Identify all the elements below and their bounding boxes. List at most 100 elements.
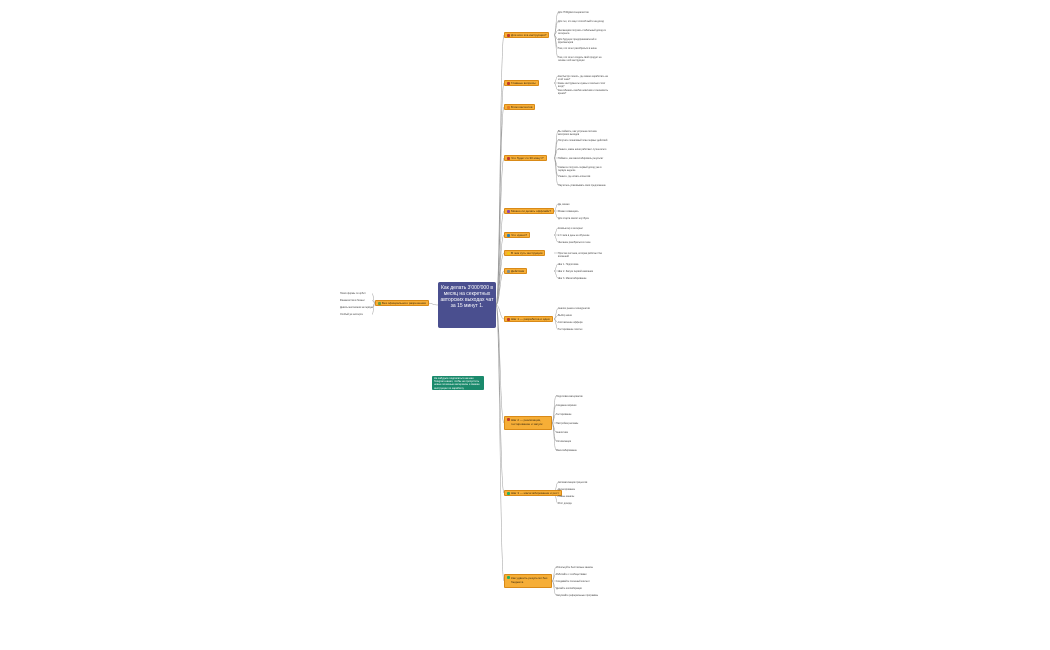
topic-item[interactable]: Делайте коллаборации bbox=[556, 586, 582, 590]
connector-line bbox=[553, 157, 559, 186]
topic-item[interactable]: Настройка рекламы bbox=[556, 421, 579, 425]
topic-item[interactable]: Научитесь упаковывать своё предложение bbox=[558, 183, 606, 187]
topic-item[interactable]: Оптимизация bbox=[556, 439, 571, 443]
topic-item[interactable]: Как быстро понять, где можно заработать … bbox=[558, 74, 608, 81]
topic-item[interactable]: Для IT/Digital-специалистов bbox=[558, 11, 589, 14]
topic-node[interactable]: Что нужно? bbox=[504, 232, 531, 238]
connector-line bbox=[495, 157, 505, 306]
topic-item[interactable]: Желание разобраться в теме bbox=[558, 240, 591, 244]
topic-label: Шаг 3 — масштабирование и рост bbox=[511, 491, 559, 495]
topic-label: Что будет со 30 минут? bbox=[511, 156, 544, 160]
root-title: Как делать 3'000'000 в месяц на секретны… bbox=[440, 285, 494, 309]
topic-item[interactable]: Компьютер и интернет bbox=[558, 226, 584, 230]
topic-item[interactable]: Используйте бесплатные каналы bbox=[556, 565, 593, 569]
topic-item[interactable]: Тем, кто хочет разобраться в нише bbox=[558, 47, 597, 50]
topic-item[interactable]: Для тех, кто ищет способ выйти на доход bbox=[558, 20, 604, 23]
topic-item[interactable]: Для старта хватит ноутбука bbox=[558, 216, 589, 220]
topic-item[interactable]: Создавайте полезный контент bbox=[556, 579, 590, 583]
topic-item[interactable]: Узнаете, какие ниши работают лучше всего bbox=[558, 147, 607, 151]
topic-node[interactable]: Для кого эта инструкция? bbox=[504, 32, 550, 38]
left-branch-item[interactable]: Поиск формы по орбит bbox=[340, 292, 366, 295]
topic-item[interactable]: Получите пошаговый план первых действий bbox=[558, 138, 608, 142]
left-branch-topic[interactable]: Без официального разрешения bbox=[375, 300, 429, 306]
floating-note[interactable]: Не забудьте подписаться на наш Telegram-… bbox=[432, 376, 484, 390]
topic-item[interactable]: Анализ рынка и конкурентов bbox=[558, 307, 590, 310]
topic-item[interactable]: Запускайте реферальные программы bbox=[556, 593, 599, 597]
topic-item[interactable]: Автоматизация процессов bbox=[558, 481, 588, 484]
topic-label: Как удвоить результат без бюджета bbox=[511, 576, 548, 584]
connector-line bbox=[551, 413, 557, 424]
topic-item[interactable]: Тестирование гипотез bbox=[558, 328, 583, 331]
connector-line bbox=[371, 302, 376, 315]
topic-item[interactable]: Делегирование bbox=[558, 488, 576, 491]
topic-node[interactable]: Шаг 1 — разработка и идея bbox=[504, 316, 553, 322]
topic-node[interactable]: Что будет со 30 минут? bbox=[504, 155, 547, 161]
topic-item[interactable]: Тем, кто хочет создать свой продукт на о… bbox=[558, 56, 602, 62]
topic-item[interactable]: Шаг 2. Запуск первой кампании bbox=[558, 269, 594, 273]
connector-line bbox=[553, 318, 559, 330]
chart-icon bbox=[506, 576, 510, 580]
topic-item[interactable]: Для будущих предпринимателей и фрилансер… bbox=[558, 38, 597, 44]
topic-item[interactable]: Шаг 1. Подготовка bbox=[558, 262, 579, 266]
gear-icon bbox=[506, 270, 510, 274]
topic-label: Действия bbox=[511, 269, 525, 273]
bulb-icon bbox=[506, 252, 510, 256]
topic-item[interactable]: Желающим получать стабильный доход из ин… bbox=[558, 29, 606, 35]
topic-item[interactable]: Аналитика bbox=[556, 430, 568, 434]
topic-item[interactable]: Шаг 3. Масштабирование bbox=[558, 276, 587, 280]
topic-node[interactable]: Можно ли делать оффлайн? bbox=[504, 208, 554, 214]
topic-label: Можно ли делать оффлайн? bbox=[511, 209, 551, 213]
connector-line bbox=[551, 580, 557, 596]
left-branch-label: Без официального разрешения bbox=[382, 301, 426, 305]
topic-item[interactable]: Вы поймёте, как устроена система авторск… bbox=[558, 129, 597, 136]
topic-node[interactable]: В чем суть инструкции bbox=[504, 250, 546, 256]
topic-item[interactable]: Новые каналы bbox=[558, 495, 575, 498]
left-branch-item[interactable]: Девять миллионов за первую bbox=[340, 306, 373, 309]
connector-line bbox=[553, 234, 559, 243]
house-icon bbox=[506, 210, 510, 214]
topic-item[interactable]: Сможете получить первый доход уже в перв… bbox=[558, 165, 602, 172]
connector-line bbox=[495, 270, 505, 306]
topic-item[interactable]: Поймёте, как масштабировать результат bbox=[558, 156, 604, 160]
topic-item[interactable]: Тестирование bbox=[556, 412, 572, 416]
topic-node[interactable]: Шаг 2 — реализация, тестирование и запус… bbox=[504, 416, 552, 430]
topic-item[interactable]: Выбор ниши bbox=[558, 314, 572, 317]
topic-item[interactable]: Простая система, которая работает без вл… bbox=[558, 251, 603, 258]
topic-item[interactable]: Работайте с сообществами bbox=[556, 572, 587, 576]
topic-item[interactable]: Подготовка материалов bbox=[556, 394, 583, 398]
topic-item[interactable]: Масштабирование bbox=[556, 448, 577, 452]
topic-label: Главные вопросы bbox=[511, 81, 536, 85]
topic-node[interactable]: Шаг 3 — масштабирование и рост bbox=[504, 490, 562, 496]
left-branch-item[interactable]: Финансистов в бизнес bbox=[340, 299, 365, 302]
note-text: Не забудьте подписаться на наш Telegram-… bbox=[434, 377, 480, 390]
connector-line bbox=[495, 304, 505, 320]
root-topic[interactable]: Как делать 3'000'000 в месяц на секретны… bbox=[438, 282, 496, 328]
topic-item[interactable]: Узнаете, где искать клиентов bbox=[558, 174, 591, 178]
star-icon bbox=[506, 106, 510, 110]
connector-line bbox=[495, 304, 505, 424]
topic-node[interactable]: Блок контентов bbox=[504, 104, 536, 110]
topic-item[interactable]: Создание воронки bbox=[556, 403, 577, 407]
topic-item[interactable]: Рост дохода bbox=[558, 502, 572, 505]
topic-node[interactable]: Как удвоить результат без бюджета bbox=[504, 574, 552, 588]
clock-icon bbox=[506, 157, 510, 161]
person-icon bbox=[506, 34, 510, 38]
connector-line bbox=[495, 304, 505, 582]
left-branch-item[interactable]: Особый ум эксперта bbox=[340, 313, 363, 316]
pin-icon bbox=[506, 318, 510, 322]
topic-node[interactable]: Действия bbox=[504, 268, 528, 274]
topic-node[interactable]: Главные вопросы bbox=[504, 80, 539, 86]
topic-item[interactable]: 2-3 часа в день на обучение bbox=[558, 233, 590, 237]
topic-item[interactable]: Да, можно bbox=[558, 202, 570, 206]
topic-label: Шаг 1 — разработка и идея bbox=[511, 317, 550, 321]
topic-label: Для кого эта инструкция? bbox=[511, 33, 547, 37]
connector-line bbox=[553, 34, 559, 58]
topic-label: Шаг 2 — реализация, тестирование и запус… bbox=[511, 418, 543, 426]
connector-line bbox=[495, 34, 505, 306]
topic-item[interactable]: Составление оффера bbox=[558, 321, 583, 324]
topic-item[interactable]: Как избежать ошибок новичков и сэкономит… bbox=[558, 88, 609, 95]
topic-item[interactable]: Какие инструменты нужны и сколько стоит … bbox=[558, 81, 606, 88]
topic-item[interactable]: Можно совмещать bbox=[558, 209, 579, 213]
